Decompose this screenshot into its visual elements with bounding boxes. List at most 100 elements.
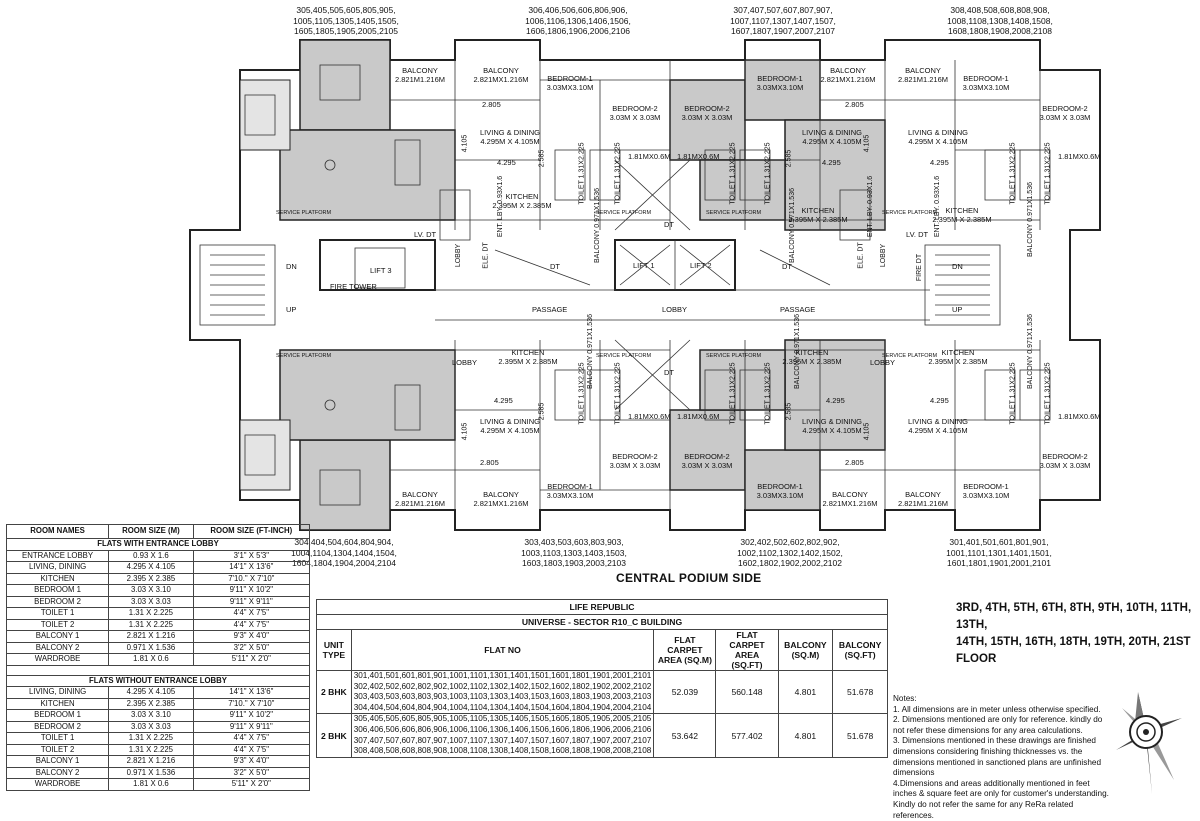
- section-title: FLATS WITHOUT ENTRANCE LOBBY: [6, 674, 310, 687]
- flat-list-top-4: 308,408,508,608,808,908, 1008,1108,1308,…: [947, 5, 1053, 36]
- stair-up-label: UP: [952, 305, 963, 314]
- room-bedroom-1: BEDROOM-1 3.03MX3.10M: [962, 74, 1010, 92]
- stair-dn-label: DN: [952, 262, 963, 271]
- lobby-label: LOBBY: [455, 243, 463, 268]
- floor-plan: 305,405,505,605,805,905, 1005,1105,1305,…: [189, 5, 1101, 568]
- service-platform-label: SERVICE PLATFORM: [276, 353, 332, 359]
- room-balcony: BALCONY 2.821M1.216M: [394, 66, 446, 84]
- service-platform-label: SERVICE PLATFORM: [882, 353, 938, 359]
- flat-number-line: 301,401,501,601,801,901,1001,1101,1301,1…: [353, 671, 652, 680]
- unit-type: 2 BHK: [316, 669, 352, 715]
- room-size-m: 2.821 X 1.216: [108, 755, 194, 768]
- room-bedroom-1: BEDROOM-1 3.03MX3.10M: [756, 482, 804, 500]
- service-platform-label: SERVICE PLATFORM: [706, 353, 762, 359]
- room-wardrobe: 1.81MX0.6M: [628, 412, 671, 421]
- room-toilet: TOILET 1.31X2.225: [578, 362, 586, 425]
- passage-label: PASSAGE: [780, 305, 816, 314]
- notes-title: Notes:: [893, 694, 917, 703]
- room-bedroom-2: BEDROOM-2 3.03M X 3.03M: [1039, 104, 1091, 122]
- room-name: TOILET 2: [5, 743, 110, 756]
- room-name: BEDROOM 1: [5, 709, 110, 722]
- room-toilet: TOILET 1.31X2.225: [1044, 142, 1052, 205]
- room-toilet: TOILET 1.31X2.225: [1009, 142, 1017, 205]
- flat-number-line: 302,402,502,602,802,902,1002,1102,1302,1…: [353, 681, 652, 691]
- room-living-dining: LIVING & DINING 4.295M X 4.105M: [907, 128, 968, 146]
- dt-label: DT: [664, 368, 674, 377]
- room-balcony-small: BALCONY 0.971X1.536: [1026, 314, 1034, 389]
- carpet-area-sqft: 560.148: [715, 669, 779, 715]
- lobby-label: LOBBY: [662, 305, 688, 314]
- room-size-m: 3.03 X 3.10: [108, 709, 194, 722]
- room-size-ft: 9'11" X 10'2": [192, 709, 311, 722]
- notes-block: Notes: 1. All dimensions are in meter un…: [893, 694, 1115, 821]
- note-item: 4.Dimensions and areas additionally ment…: [893, 778, 1109, 820]
- column-header: FLAT CARPET AREA (SQ.FT): [715, 629, 779, 671]
- room-toilet: TOILET 1.31X2.225: [729, 362, 737, 425]
- room-size-ft: 5'11" X 2'0": [192, 778, 311, 791]
- room-kitchen: KITCHEN 2.395M X 2.385M: [492, 192, 552, 210]
- room-entrance-lobby: ENT. LBY. 0.93X1.6: [934, 175, 942, 238]
- room-size-m: 0.93 X 1.6: [108, 549, 194, 562]
- room-kitchen: KITCHEN 2.395M X 2.385M: [928, 348, 988, 366]
- room-bedroom-1: BEDROOM-1 3.03MX3.10M: [546, 74, 594, 92]
- room-name: TOILET 1: [5, 607, 110, 620]
- room-living-dining: LIVING & DINING 4.295M X 4.105M: [801, 417, 862, 435]
- room-bedroom-2: BEDROOM-2 3.03M X 3.03M: [609, 104, 661, 122]
- north-arrow-compass-icon: [1116, 692, 1182, 794]
- room-size-m: 2.821 X 1.216: [108, 630, 194, 643]
- flat-list-top-3: 307,407,507,607,807,907, 1007,1107,1307,…: [730, 5, 836, 36]
- lift-3-label: LIFT 3: [370, 266, 392, 275]
- column-header: ROOM NAMES: [5, 524, 110, 539]
- room-size-m: 1.81 X 0.6: [108, 778, 194, 791]
- room-name: KITCHEN: [5, 572, 110, 585]
- room-size-ft: 5'11" X 2'0": [192, 653, 311, 666]
- room-wardrobe: 1.81MX0.6M: [628, 152, 671, 161]
- room-bedroom-1: BEDROOM-1 3.03MX3.10M: [546, 482, 594, 500]
- flat-numbers: 301,401,501,601,801,901,1001,1101,1301,1…: [350, 669, 655, 715]
- room-name: BEDROOM 2: [5, 720, 110, 733]
- room-toilet: TOILET 1.31X2.225: [614, 362, 622, 425]
- room-size-ft: 3'2" X 5'0": [192, 766, 311, 779]
- column-header: FLAT CARPET AREA (SQ.M): [653, 629, 717, 671]
- room-size-m: 3.03 X 3.03: [108, 595, 194, 608]
- ele-dt-label: ELE. DT: [482, 242, 490, 269]
- room-balcony-small: BALCONY 0.971X1.536: [793, 314, 801, 389]
- lv-dt-label: LV. DT: [906, 230, 929, 239]
- dimension-label: 4.105: [461, 134, 469, 153]
- room-balcony-small: BALCONY 0.971X1.536: [1026, 182, 1034, 257]
- lobby-label: LOBBY: [870, 358, 896, 367]
- room-name: LIVING, DINING: [5, 561, 110, 574]
- room-size-m: 2.395 X 2.385: [108, 572, 194, 585]
- room-living-dining: LIVING & DINING 4.295M X 4.105M: [907, 417, 968, 435]
- flat-list-bottom-4: 301,401,501,601,801,901, 1001,1101,1301,…: [946, 537, 1052, 568]
- column-header: BALCONY (SQ.M): [777, 629, 834, 671]
- dimension-label: 4.295: [930, 396, 949, 405]
- room-size-m: 4.295 X 4.105: [108, 561, 194, 574]
- room-size-ft: 4'4" X 7'5": [192, 732, 311, 745]
- dimension-label: 2.805: [480, 458, 499, 467]
- column-header: UNIT TYPE: [316, 629, 352, 671]
- room-living-dining: LIVING & DINING 4.295M X 4.105M: [479, 417, 540, 435]
- stair-up-label: UP: [286, 305, 297, 314]
- note-item: 1. All dimensions are in meter unless ot…: [893, 704, 1101, 714]
- room-wardrobe: 1.81MX0.6M: [1058, 412, 1101, 421]
- room-kitchen: KITCHEN 2.395M X 2.385M: [788, 206, 848, 224]
- room-name: ENTRANCE LOBBY: [5, 549, 110, 562]
- dimension-label: 4.105: [461, 422, 469, 441]
- room-toilet: TOILET 1.31X2.225: [1009, 362, 1017, 425]
- room-balcony-small: BALCONY 0.971X1.536: [788, 188, 796, 263]
- room-size-m: 0.971 X 1.536: [108, 641, 194, 654]
- lift-1-label: LIFT 1: [633, 261, 655, 270]
- column-header: BALCONY (SQ.FT): [832, 629, 888, 671]
- flat-numbers: 305,405,505,605,805,905,1005,1105,1305,1…: [350, 713, 655, 758]
- room-balcony: BALCONY 2.821M1.216M: [897, 490, 949, 508]
- room-size-ft: 9'3" X 4'0": [192, 630, 311, 643]
- room-size-m: 3.03 X 3.03: [108, 720, 194, 733]
